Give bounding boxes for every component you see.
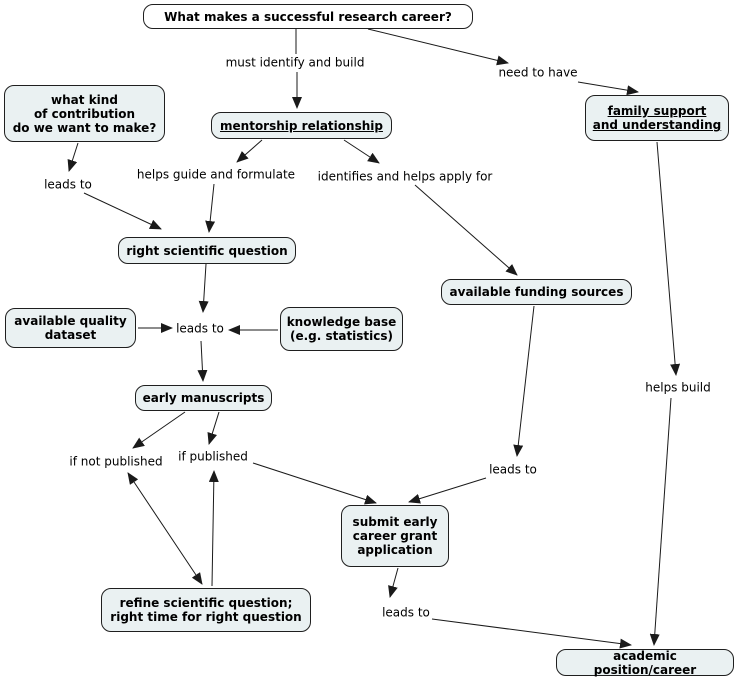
node-funding-sources[interactable]: available funding sources [441, 279, 632, 305]
edge-mentorship-to-helps-guide-and-formulate [236, 139, 263, 163]
node-academic-position[interactable]: academic position/career [556, 649, 734, 677]
node-contribution[interactable]: what kind of contribution do we want to … [4, 85, 165, 142]
node-quality-dataset[interactable]: available quality dataset [5, 308, 136, 348]
edge-label-leads-to-funding[interactable]: leads to [489, 462, 537, 477]
edge-helps-build-to-academic-position [649, 397, 672, 646]
edge-label-if-not-published[interactable]: if not published [69, 454, 163, 469]
node-right-question[interactable]: right scientific question [118, 237, 296, 264]
edge-label-identifies-and-helps-apply-for[interactable]: identifies and helps apply for [317, 169, 493, 184]
edge-funding-sources-to-leads-to-funding [513, 305, 535, 457]
node-refine-question[interactable]: refine scientific question; right time f… [101, 588, 311, 632]
edge-label-must-identify-and-build[interactable]: must identify and build [225, 55, 365, 70]
node-family-support[interactable]: family support and understanding [585, 95, 729, 141]
edge-label-leads-to-grant[interactable]: leads to [382, 605, 430, 620]
node-root-question[interactable]: What makes a successful research career? [143, 4, 473, 29]
edge-mentorship-to-identifies-and-helps-apply-for [343, 139, 380, 164]
edge-leads-to-funding-to-submit-grant [408, 477, 487, 504]
edge-label-if-published[interactable]: if published [178, 449, 248, 464]
edge-label-helps-build[interactable]: helps build [645, 380, 711, 395]
edge-identifies-and-helps-apply-for-to-funding-sources [414, 184, 518, 276]
edge-leads-to-contribution-to-right-question [83, 192, 162, 230]
edge-root-question-to-need-to-have [367, 28, 509, 66]
edge-if-published-to-submit-grant [252, 462, 377, 505]
edge-contribution-to-leads-to-contribution [67, 142, 79, 172]
edge-label-helps-guide-and-formulate[interactable]: helps guide and formulate [136, 167, 296, 182]
edge-leads-to-grant-to-academic-position [431, 618, 632, 649]
edge-need-to-have-to-family-support [577, 81, 639, 96]
node-mentorship[interactable]: mentorship relationship [211, 112, 392, 139]
node-submit-grant[interactable]: submit early career grant application [341, 505, 449, 567]
edge-early-manuscripts-to-if-published [207, 411, 220, 445]
node-early-manuscripts[interactable]: early manuscripts [135, 385, 272, 411]
edge-leads-to-dataset-to-early-manuscripts [197, 340, 208, 382]
edge-refine-question-to-if-published [208, 470, 219, 587]
edge-label-need-to-have[interactable]: need to have [498, 65, 578, 80]
edge-family-support-to-helps-build [656, 141, 681, 376]
edge-if-not-published-to-refine-question [127, 472, 203, 585]
edge-right-question-to-leads-to-dataset [198, 263, 209, 313]
edge-label-leads-to-contribution[interactable]: leads to [44, 177, 92, 192]
edge-early-manuscripts-to-if-not-published [132, 411, 186, 449]
edge-submit-grant-to-leads-to-grant [388, 567, 399, 598]
edge-label-leads-to-dataset[interactable]: leads to [176, 321, 224, 336]
edge-helps-guide-and-formulate-to-right-question [205, 183, 216, 233]
node-knowledge-base[interactable]: knowledge base (e.g. statistics) [280, 307, 403, 351]
